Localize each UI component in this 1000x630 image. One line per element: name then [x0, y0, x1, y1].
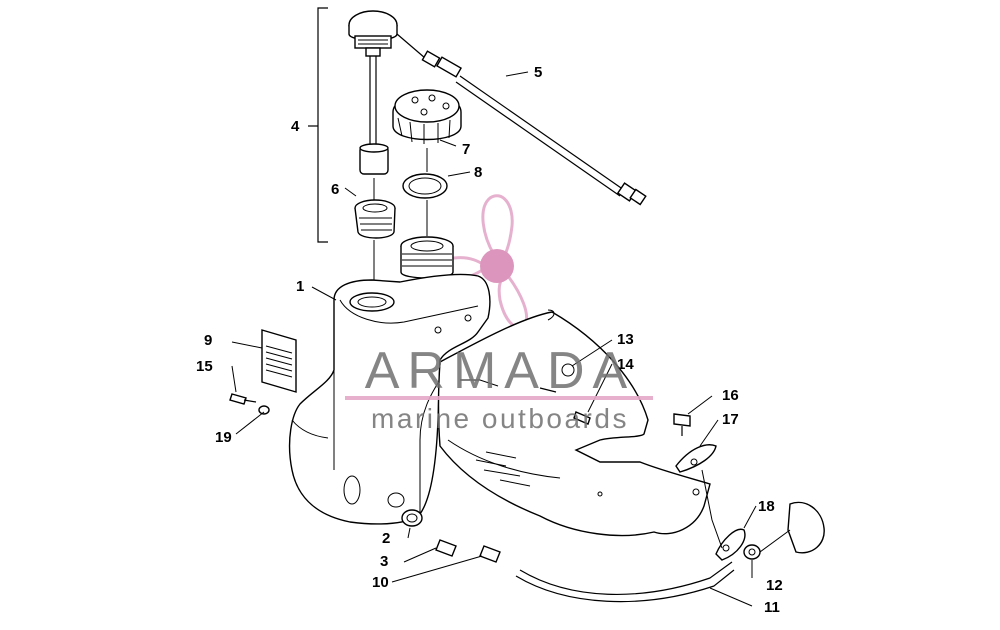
- callout-3: 3: [380, 553, 388, 570]
- fuel-line: [401, 509, 735, 603]
- screw-and-washer: [229, 393, 270, 415]
- callout-19: 19: [215, 429, 232, 446]
- fuel-cap: [392, 89, 462, 144]
- bracket-4: [308, 7, 328, 243]
- callout-2: 2: [382, 530, 390, 547]
- callout-7: 7: [462, 141, 470, 158]
- callout-15: 15: [196, 358, 213, 375]
- leader-lines: [231, 71, 757, 607]
- filler-neck: [400, 236, 454, 279]
- grommet: [354, 199, 396, 239]
- propeller-blade-right: [497, 274, 529, 329]
- propeller-blade-top: [481, 194, 514, 260]
- propeller-hub: [480, 249, 514, 283]
- filter-bracket: [701, 469, 825, 561]
- bolts-13-14: [539, 387, 591, 425]
- callout-4: 4: [291, 118, 300, 135]
- callout-13: 13: [617, 331, 634, 348]
- callout-17: 17: [722, 411, 739, 428]
- callout-16: 16: [722, 387, 739, 404]
- bolt-and-clamp: [673, 413, 717, 473]
- brand-divider: [345, 396, 653, 400]
- brand-tagline: marine outboards: [371, 403, 629, 434]
- callout-6: 6: [331, 181, 339, 198]
- o-ring: [402, 173, 448, 199]
- callout-14: 14: [617, 356, 634, 373]
- callout-18: 18: [758, 498, 775, 515]
- callout-11: 11: [764, 599, 780, 616]
- callout-5: 5: [534, 64, 542, 81]
- callout-1: 1: [296, 278, 304, 295]
- assembly-lines: [373, 148, 428, 292]
- callout-12: 12: [766, 577, 783, 594]
- callout-10: 10: [372, 574, 389, 591]
- fuel-gauge-assembly: [348, 10, 462, 175]
- decal: [261, 329, 297, 393]
- brand-watermark: ARMADA marine outboards: [345, 342, 653, 434]
- callout-9: 9: [204, 332, 212, 349]
- wire-harness: [455, 75, 647, 206]
- callout-8: 8: [474, 164, 482, 181]
- mounting-bracket: [437, 309, 711, 537]
- brand-name: ARMADA: [365, 342, 635, 400]
- callout-labels: 1 2 3 4 5 6 7 8 9 10 11 12 13 14 15 16 1…: [196, 64, 783, 616]
